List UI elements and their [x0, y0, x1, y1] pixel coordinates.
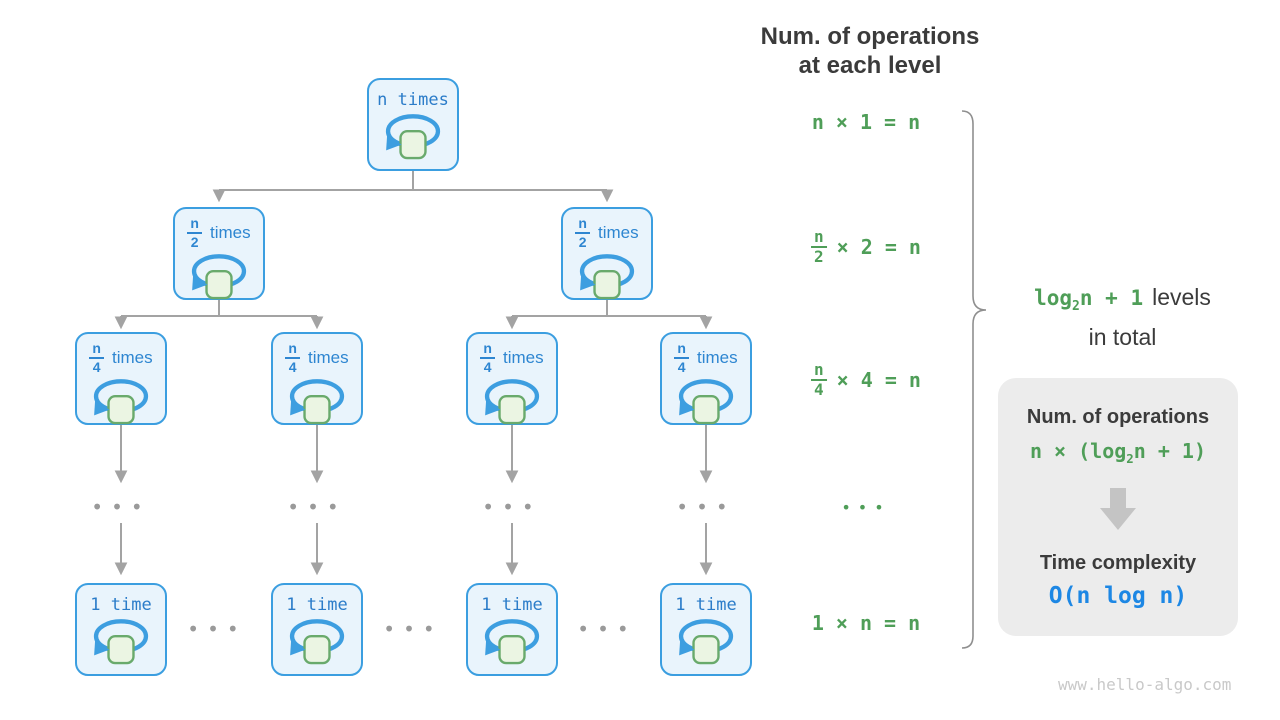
ellipsis: •••	[577, 617, 637, 641]
watermark: www.hello-algo.com	[1058, 675, 1232, 694]
node-label: 1 time	[286, 595, 348, 615]
ellipsis: •••	[676, 495, 736, 519]
loop-icon	[577, 252, 637, 300]
summary-operations-title: Num. of operations	[1026, 406, 1210, 428]
node-label: 1 time	[675, 595, 737, 615]
summary-operations-formula: n × (log2n + 1)	[1029, 439, 1207, 466]
formula-level-1: n × 1 = n	[811, 110, 921, 134]
ellipsis: •••	[91, 495, 151, 519]
summary-complexity-title: Time complexity	[1039, 552, 1197, 574]
tree-node-leaf-1: 1 time	[75, 583, 167, 676]
loop-icon	[91, 617, 151, 665]
ellipsis: •••	[187, 617, 247, 641]
tree-node-leaf-4: 1 time	[660, 583, 752, 676]
ellipsis: •••	[383, 617, 443, 641]
loop-icon	[287, 377, 347, 425]
loop-icon	[482, 377, 542, 425]
operations-heading: Num. of operations at each level	[760, 23, 980, 79]
tree-node-leaf-3: 1 time	[466, 583, 558, 676]
node-label: n times	[377, 90, 449, 110]
formula-ellipsis: •••	[841, 498, 891, 517]
loop-icon	[287, 617, 347, 665]
node-label: 1 time	[481, 595, 543, 615]
loop-icon	[189, 252, 249, 300]
loop-icon	[482, 617, 542, 665]
tree-node-root: n times	[367, 78, 459, 171]
loop-icon	[676, 377, 736, 425]
ellipsis: •••	[482, 495, 542, 519]
loop-icon	[91, 377, 151, 425]
loop-icon	[383, 112, 443, 160]
loop-icon	[676, 617, 736, 665]
tree-node-leaf-2: 1 time	[271, 583, 363, 676]
formula-level-last: 1 × n = n	[811, 611, 921, 635]
ellipsis: •••	[287, 495, 347, 519]
levels-brace	[961, 110, 987, 649]
node-label: 1 time	[90, 595, 152, 615]
summary-complexity-value: O(n log n)	[1048, 583, 1188, 609]
summary-box: Num. of operations n × (log2n + 1) Time …	[998, 378, 1238, 636]
down-arrow-icon	[1099, 488, 1137, 530]
